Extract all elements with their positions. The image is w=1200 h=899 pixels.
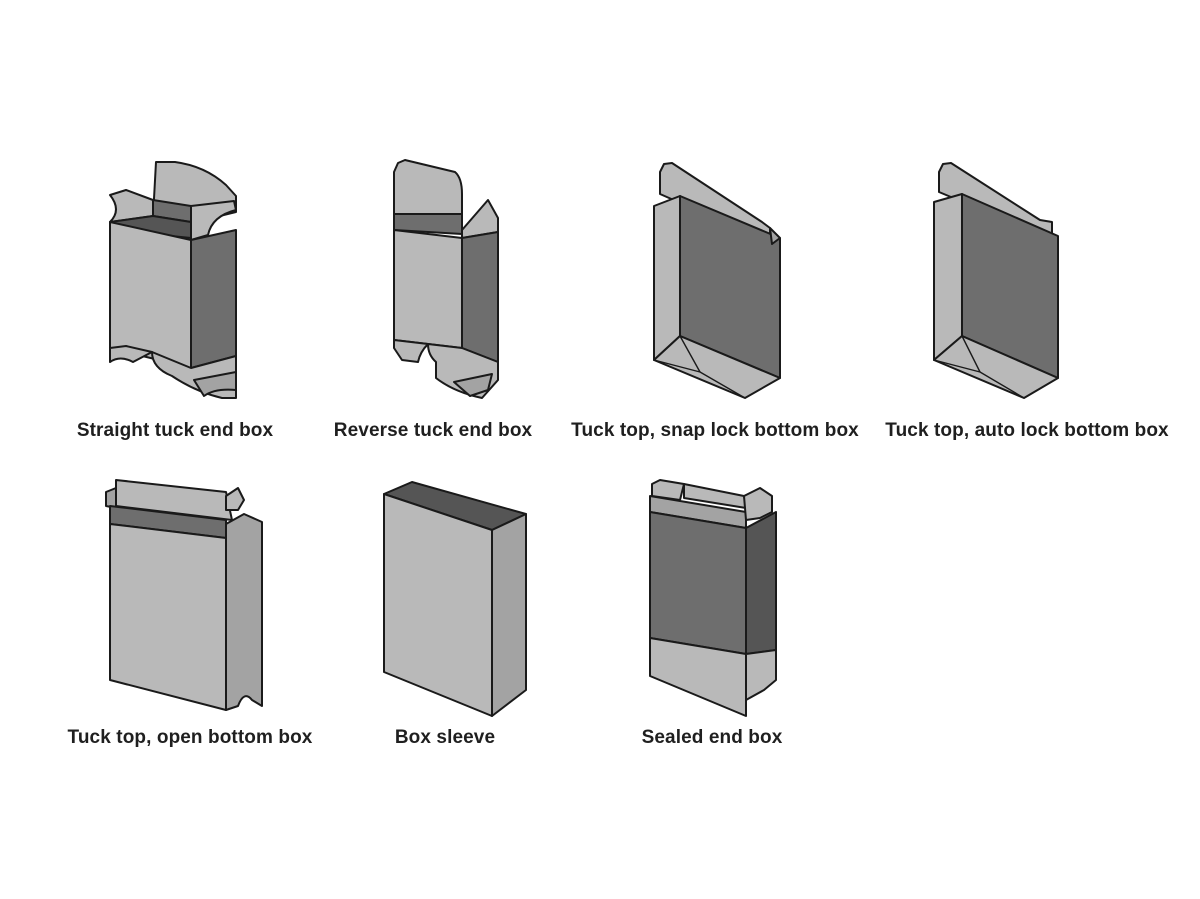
tuck-top-open-bottom-box-illustration xyxy=(105,479,263,711)
caption-reverse-tuck-end-box: Reverse tuck end box xyxy=(333,420,533,441)
caption-tuck-top-auto-lock-bottom-box: Tuck top, auto lock bottom box xyxy=(885,420,1169,441)
tuck-top-snap-lock-box-illustration xyxy=(653,162,781,399)
tuck-top-auto-lock-box-illustration xyxy=(933,162,1059,399)
caption-tuck-top-snap-lock-bottom-box: Tuck top, snap lock bottom box xyxy=(571,420,859,441)
reverse-tuck-end-box-illustration xyxy=(393,159,499,399)
box-sleeve-illustration xyxy=(383,481,527,717)
caption-box-sleeve: Box sleeve xyxy=(394,727,496,748)
caption-straight-tuck-end-box: Straight tuck end box xyxy=(76,420,274,441)
sealed-end-box-illustration xyxy=(649,479,777,717)
caption-tuck-top-open-bottom-box: Tuck top, open bottom box xyxy=(67,727,313,748)
straight-tuck-end-box-illustration xyxy=(109,161,237,399)
caption-sealed-end-box: Sealed end box xyxy=(641,727,783,748)
